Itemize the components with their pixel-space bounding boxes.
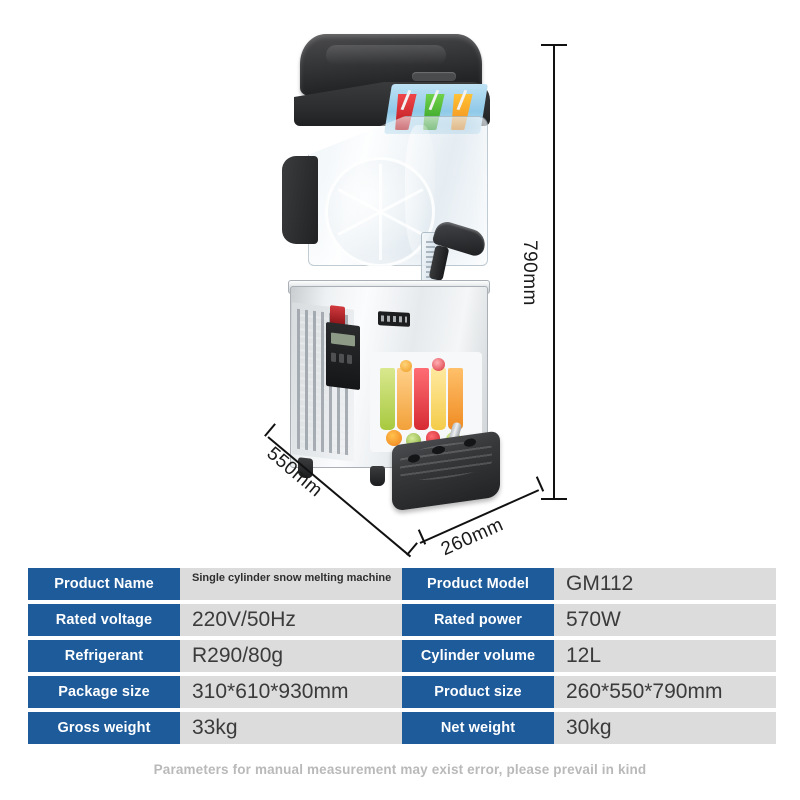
spec-label-right-2: Cylinder volume — [402, 640, 554, 672]
juice-glass — [448, 368, 463, 430]
control-button — [339, 353, 344, 364]
spec-value-left-3: 310*610*930mm — [180, 676, 402, 708]
spec-value-left-2: R290/80g — [180, 640, 402, 672]
spec-label-left-0: Product Name — [28, 568, 180, 600]
width-dimension-label: 260mm — [438, 514, 507, 561]
fruit-garnish — [400, 360, 412, 372]
orange-slice — [386, 430, 402, 446]
juice-glass — [397, 368, 412, 430]
juice-glass — [414, 368, 429, 430]
control-button — [347, 354, 352, 365]
brand-logo-badge — [378, 311, 410, 327]
fruit-garnish — [432, 358, 445, 371]
control-panel — [326, 321, 360, 391]
drip-tray — [392, 430, 500, 512]
height-dimension-line — [553, 44, 555, 500]
led-display — [331, 332, 355, 347]
height-dimension-label: 790mm — [519, 240, 540, 306]
cabinet-foot — [370, 466, 385, 486]
spec-value-left-0: Single cylinder snow melting machine — [180, 568, 402, 600]
side-bracket — [282, 156, 318, 244]
spec-label-right-3: Product size — [402, 676, 554, 708]
height-dimension-cap-bottom — [541, 498, 567, 500]
juice-glass — [380, 368, 395, 430]
product-photo-area: 790mm 550mm 260mm — [0, 0, 800, 560]
spec-label-right-1: Rated power — [402, 604, 554, 636]
spec-label-right-4: Net weight — [402, 712, 554, 744]
juice-glass — [431, 368, 446, 430]
slush-machine-illustration — [282, 34, 532, 514]
spec-value-right-1: 570W — [554, 604, 776, 636]
depth-dimension-cap-start — [264, 423, 276, 437]
nozzle-spring — [426, 241, 435, 285]
measurement-disclaimer: Parameters for manual measurement may ex… — [153, 762, 647, 777]
spec-label-left-2: Refrigerant — [28, 640, 180, 672]
spec-value-right-2: 12L — [554, 640, 776, 672]
spec-value-right-0: GM112 — [554, 568, 776, 600]
lid-ridge — [326, 45, 446, 65]
control-button — [331, 352, 336, 363]
spec-label-left-3: Package size — [28, 676, 180, 708]
lid-handle — [412, 72, 456, 81]
spec-value-left-1: 220V/50Hz — [180, 604, 402, 636]
depth-dimension-cap-end — [406, 542, 418, 556]
spec-label-left-1: Rated voltage — [28, 604, 180, 636]
spec-label-right-0: Product Model — [402, 568, 554, 600]
height-dimension-cap-top — [541, 44, 567, 46]
spec-value-right-4: 30kg — [554, 712, 776, 744]
spec-value-right-3: 260*550*790mm — [554, 676, 776, 708]
spec-value-left-4: 33kg — [180, 712, 402, 744]
spec-label-left-4: Gross weight — [28, 712, 180, 744]
